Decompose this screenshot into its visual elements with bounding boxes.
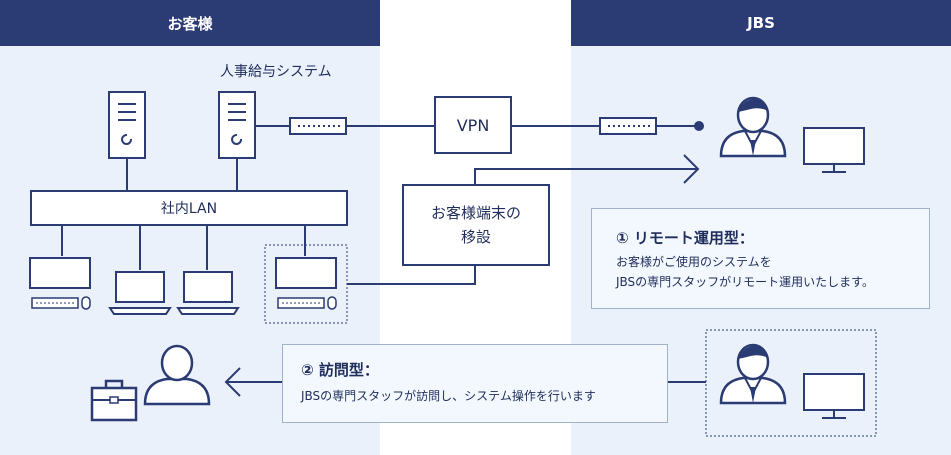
visit-line1: JBSの専門スタッフが訪問し、システム操作を行います — [301, 389, 596, 403]
visit-info-box: ② 訪問型： JBSの専門スタッフが訪問し、システム操作を行います — [282, 344, 668, 423]
lan-label: 社内LAN — [30, 190, 348, 226]
monitor-remote-icon — [803, 127, 865, 173]
desktop-1-icon — [29, 257, 91, 310]
migration-box: お客様端末の 移設 — [402, 184, 550, 266]
migration-line2: 移設 — [460, 228, 491, 246]
migration-line1: お客様端末の — [430, 204, 521, 222]
jbs-header: JBS — [571, 0, 951, 46]
server-2-icon — [218, 91, 256, 159]
customer-person-icon — [143, 344, 211, 406]
briefcase-icon — [90, 379, 138, 422]
visit-title: ② 訪問型： — [301, 361, 379, 379]
staff-remote-icon — [719, 96, 787, 158]
desktop-2-icon — [275, 257, 337, 310]
remote-line1: お客様がご使用のシステムを — [616, 255, 772, 269]
vpn-label: VPN — [456, 115, 490, 135]
remote-title: ① リモート運用型： — [616, 229, 754, 247]
customer-header: お客様 — [0, 0, 380, 46]
remote-info-box: ① リモート運用型： お客様がご使用のシステムを JBSの専門スタッフがリモート… — [591, 208, 930, 309]
vpn-box: VPN — [434, 96, 512, 154]
server-1-icon — [108, 91, 146, 159]
system-label: 人事給与システム — [220, 64, 332, 80]
laptop-2-icon — [177, 271, 239, 315]
remote-line2: JBSの専門スタッフがリモート運用いたします。 — [616, 275, 874, 289]
laptop-1-icon — [109, 271, 171, 315]
